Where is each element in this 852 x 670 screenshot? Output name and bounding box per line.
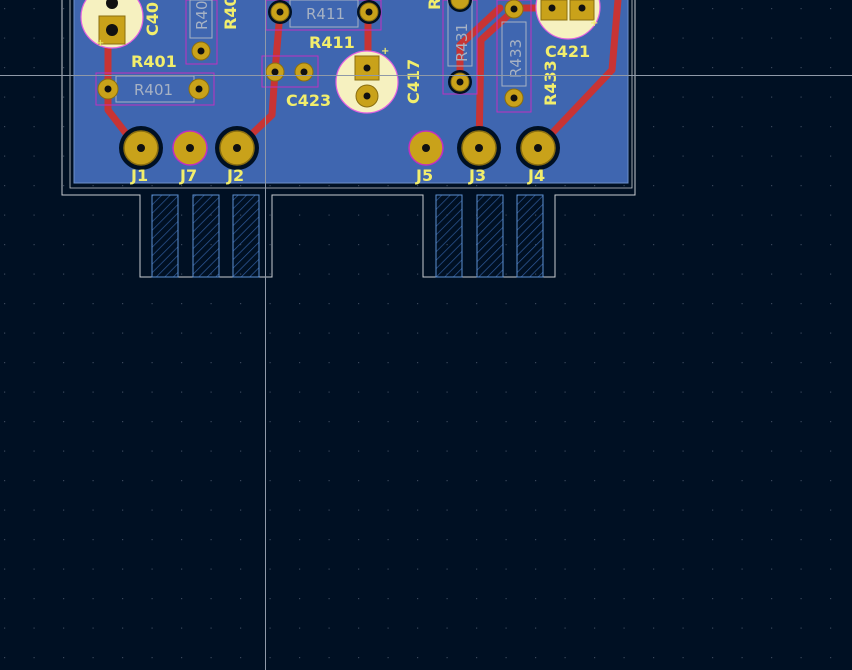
ref-j4: J4: [527, 166, 545, 185]
ref-j5: J5: [415, 166, 433, 185]
ref-j7: J7: [179, 166, 197, 185]
ref-j3: J3: [468, 166, 486, 185]
board-zone-outline: [73, 0, 629, 184]
connector-j5[interactable]: [408, 130, 444, 166]
svg-text:+: +: [590, 18, 598, 29]
connector-j3[interactable]: [457, 126, 501, 170]
edge-fingers-right: [435, 194, 544, 278]
connector-j2[interactable]: [215, 126, 259, 170]
svg-text:+: +: [96, 38, 104, 49]
ref-j2: J2: [226, 166, 244, 185]
capacitor-c417[interactable]: +: [335, 46, 399, 114]
ref-c423: C423: [286, 91, 331, 110]
connector-j4[interactable]: [516, 126, 560, 170]
capacitor-c421[interactable]: +: [535, 0, 601, 40]
ref-c417: C417: [404, 59, 423, 104]
ref-c421: C421: [545, 42, 590, 61]
track: [456, 4, 504, 86]
value-r411: R411: [306, 5, 345, 23]
connector-j1[interactable]: [119, 126, 163, 170]
track: [475, 6, 518, 152]
resistor-r433[interactable]: [496, 0, 532, 113]
resistor-r40[interactable]: [185, 0, 218, 65]
edge-fingers-left: [151, 194, 260, 278]
svg-text:+: +: [381, 46, 389, 57]
ref-c40: C40: [143, 2, 162, 36]
ref-r433: R433: [541, 60, 560, 106]
value-r401: R401: [134, 81, 173, 99]
board-inner-edge: [69, 0, 633, 189]
resistor-r411[interactable]: [265, 0, 382, 31]
ref-r411: R411: [309, 33, 355, 52]
value-r40: R40: [193, 0, 211, 30]
board-edge-outline: [61, 0, 636, 278]
ref-r401: R401: [131, 52, 177, 71]
value-r431: R431: [453, 23, 471, 62]
ref-r40: R40: [221, 0, 240, 30]
capacitor-c423[interactable]: [261, 55, 319, 88]
connector-j7[interactable]: [172, 130, 208, 166]
ref-j1: J1: [130, 166, 148, 185]
ref-r431: R: [425, 0, 444, 10]
capacitor-c40[interactable]: +: [80, 0, 144, 49]
track: [534, 0, 622, 152]
track: [233, 8, 284, 152]
value-r433: R433: [507, 39, 525, 78]
resistor-r401[interactable]: [95, 72, 215, 106]
